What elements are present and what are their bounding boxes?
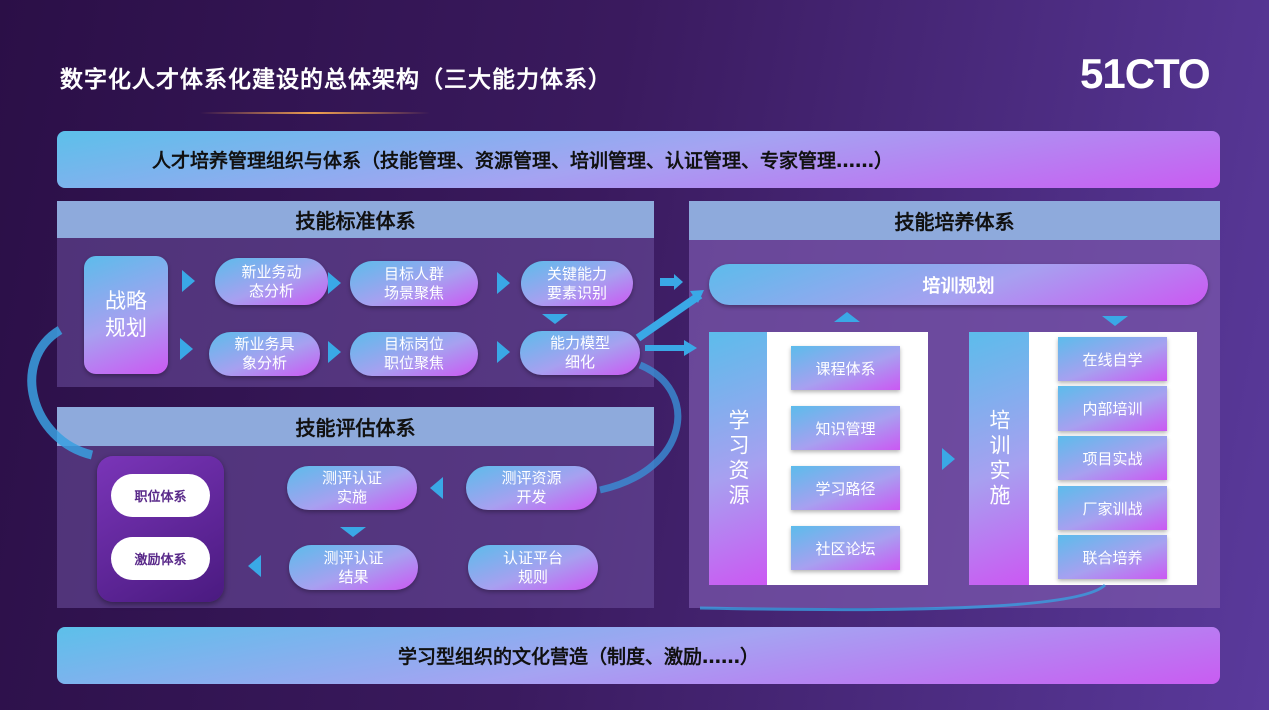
strategy-box: 战略规划: [84, 256, 168, 374]
top-banner: 人才培养管理组织与体系（技能管理、资源管理、培训管理、认证管理、专家管理……）: [57, 131, 1220, 188]
arrow-left-icon: [248, 555, 261, 577]
flow-node: 能力模型细化: [520, 331, 640, 375]
arrow-right-icon: [497, 341, 510, 363]
arrow-up-icon: [834, 312, 860, 322]
arrow-right-icon: [942, 448, 955, 470]
bottom-banner: 学习型组织的文化营造（制度、激励……）: [57, 627, 1220, 684]
assessment-header: 技能评估体系: [57, 407, 654, 446]
arrow-right-icon: [180, 338, 193, 360]
implement-label: 培训实施: [969, 332, 1029, 585]
implement-item: 内部培训: [1058, 386, 1167, 431]
return-arrow-icon: [699, 583, 1107, 612]
flow-node: 新业务动态分析: [215, 258, 328, 305]
implement-item: 联合培养: [1058, 535, 1167, 579]
arrow-right-icon: [328, 272, 341, 294]
flow-node: 认证平台规则: [468, 545, 598, 590]
flow-node: 测评认证实施: [287, 466, 417, 510]
system-pill: 职位体系: [111, 474, 210, 517]
arrow-right-icon: [182, 270, 195, 292]
brand-logo: 51CTO: [1080, 50, 1211, 97]
implement-item: 厂家训战: [1058, 486, 1167, 530]
flow-node: 目标人群场景聚焦: [350, 261, 478, 306]
page-title: 数字化人才体系化建设的总体架构（三大能力体系）: [60, 67, 612, 93]
resource-item: 社区论坛: [791, 526, 900, 570]
arrow-right-icon: [497, 272, 510, 294]
arrow-down-icon: [1102, 316, 1128, 326]
arrow-down-icon: [542, 314, 568, 324]
training-header: 技能培养体系: [689, 201, 1220, 240]
flow-node: 目标岗位职位聚焦: [350, 332, 478, 376]
training-plan: 培训规划: [709, 264, 1208, 305]
resource-item: 课程体系: [791, 346, 900, 390]
title-underline: [200, 112, 430, 114]
resource-item: 学习路径: [791, 466, 900, 510]
system-pill: 激励体系: [111, 537, 210, 580]
cycle-arrow-icon: [27, 326, 94, 460]
arrow-left-icon: [430, 477, 443, 499]
standard-header: 技能标准体系: [57, 201, 654, 238]
flow-node: 新业务具象分析: [209, 332, 320, 376]
arrow-down-icon: [340, 527, 366, 537]
arrow-right-icon: [328, 341, 341, 363]
resource-item: 知识管理: [791, 406, 900, 450]
implement-item: 在线自学: [1058, 337, 1167, 381]
curve-arrow-icon: [599, 361, 682, 494]
flow-node: 关键能力要素识别: [521, 261, 633, 306]
flow-node: 测评认证结果: [289, 545, 418, 590]
resources-label: 学习资源: [709, 332, 767, 585]
flow-node: 测评资源开发: [466, 466, 597, 510]
diagonal-arrow-icon: [635, 291, 703, 342]
implement-item: 项目实战: [1058, 436, 1167, 480]
